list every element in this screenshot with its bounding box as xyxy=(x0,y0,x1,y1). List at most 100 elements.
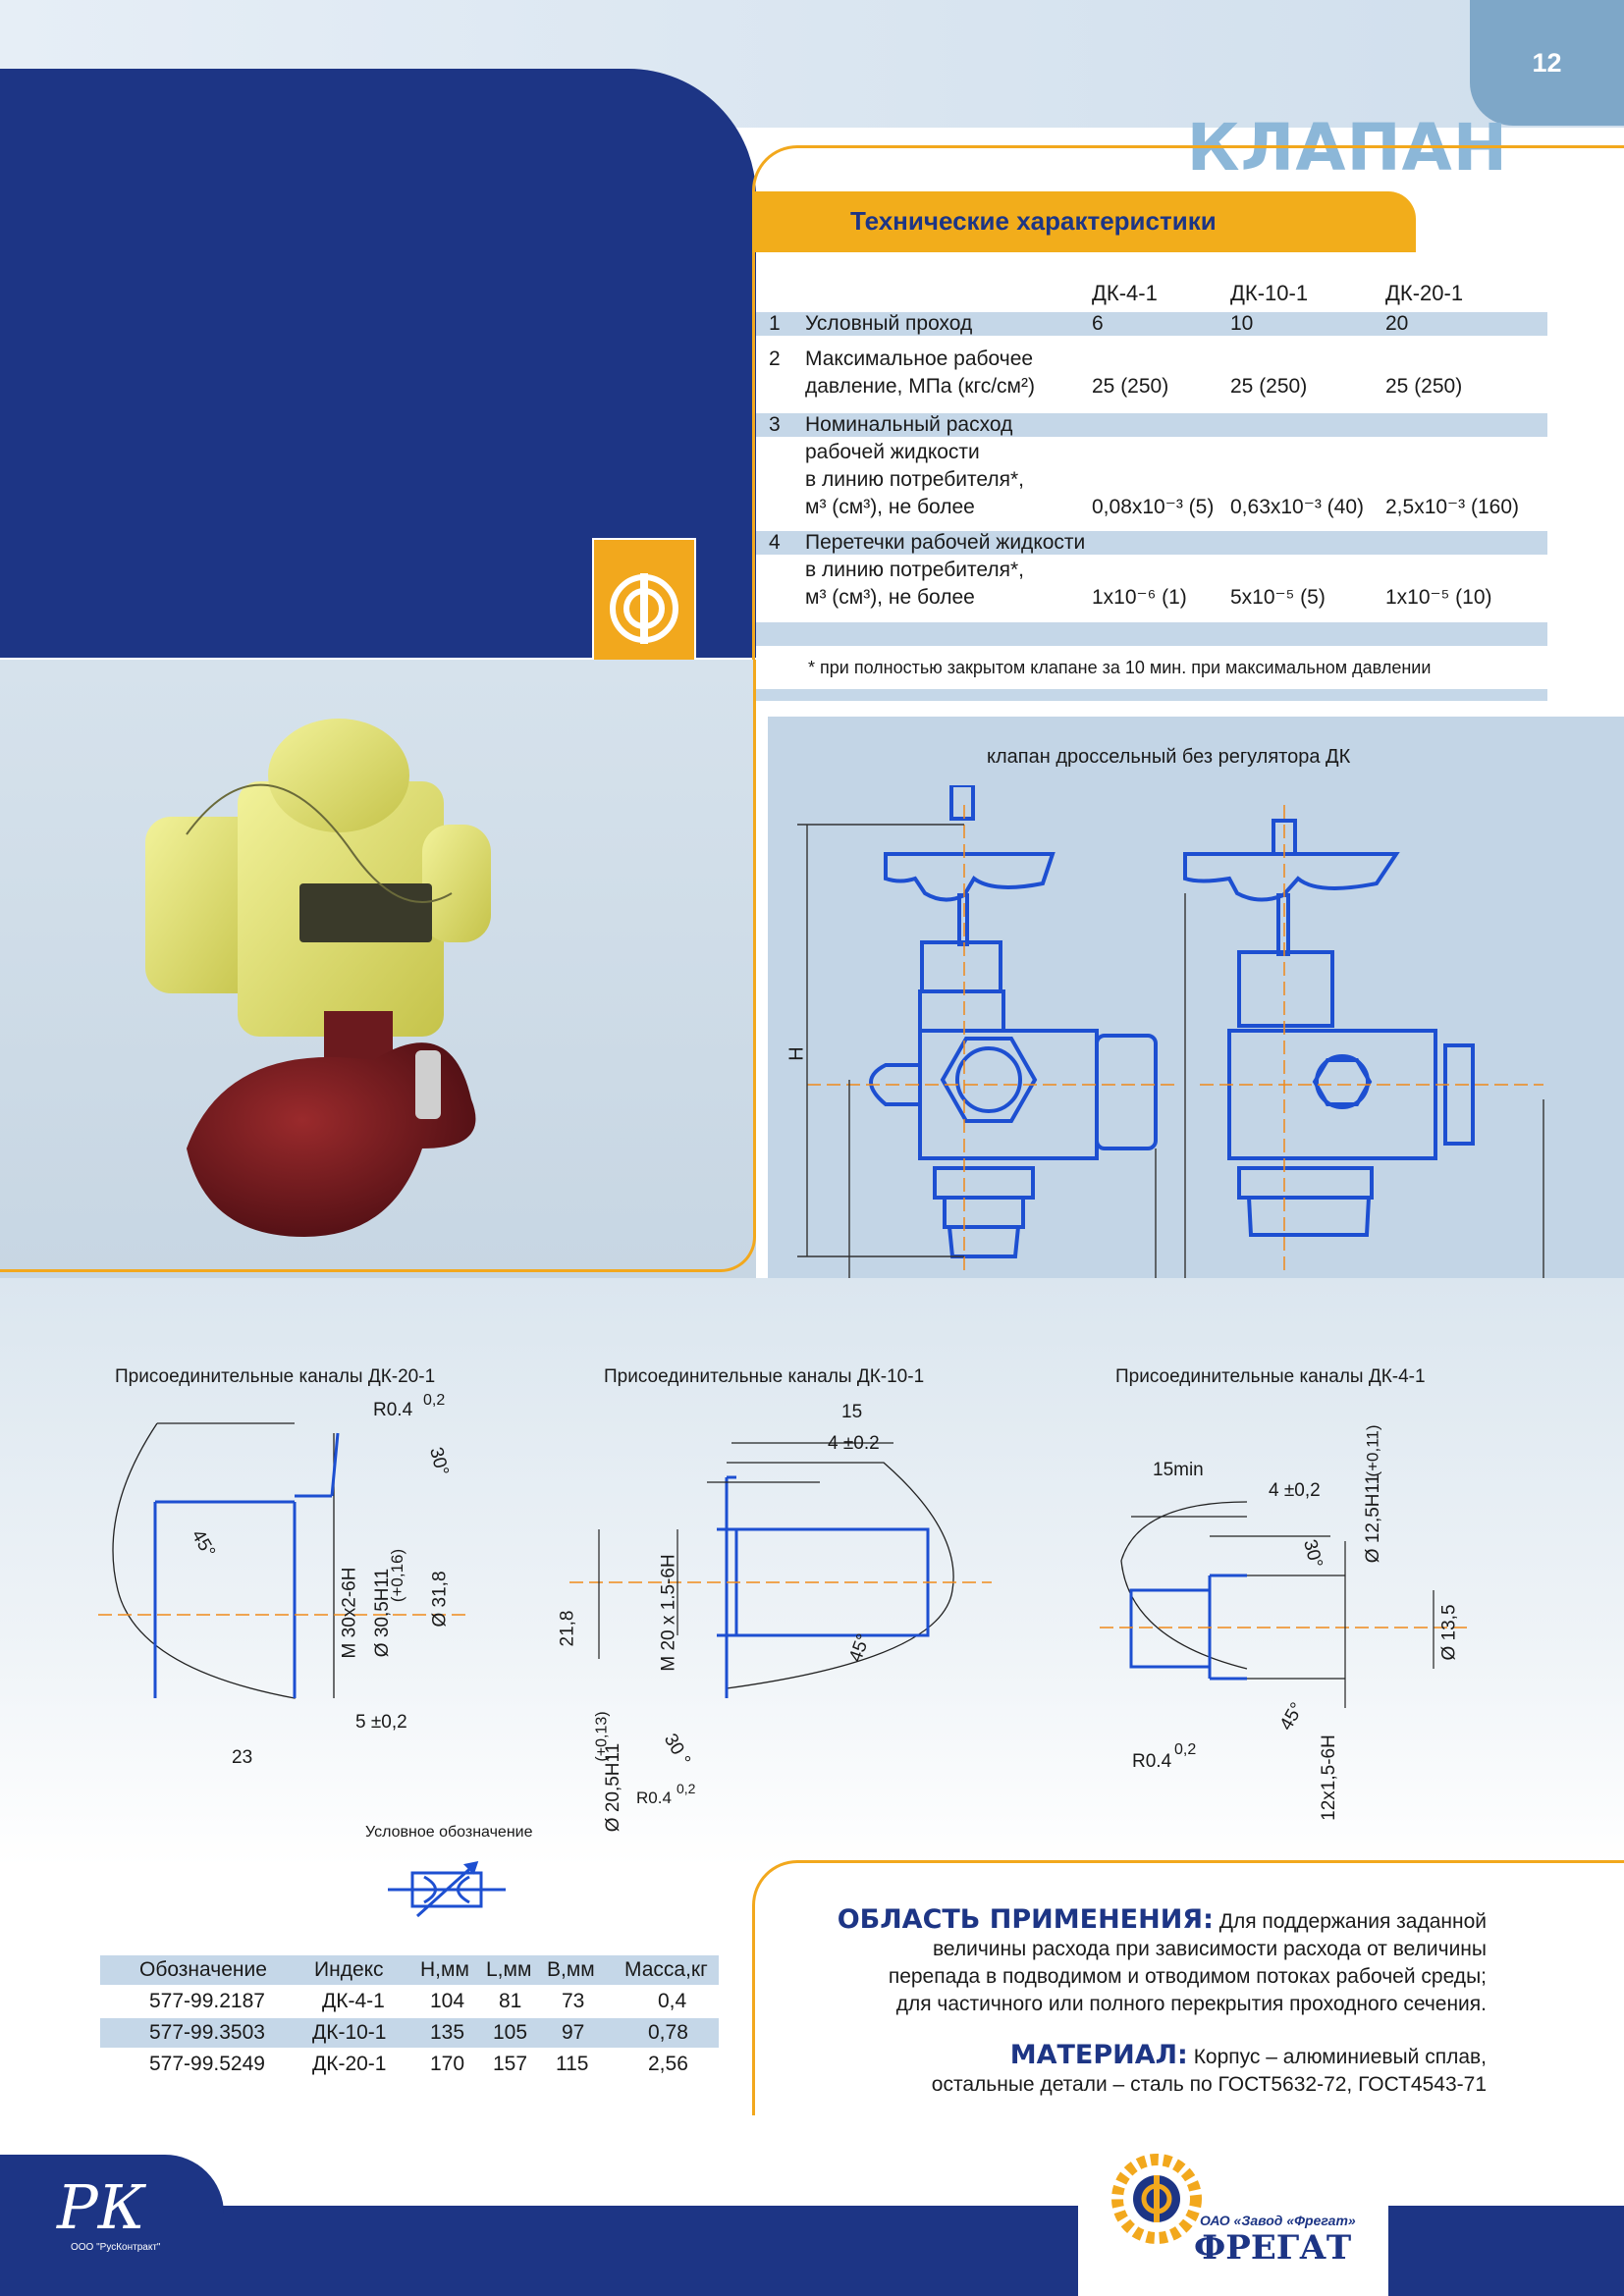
spec-label-line: Перетечки рабочей жидкости xyxy=(805,531,1086,554)
application-frame xyxy=(752,1860,1624,2115)
spec-value: 25 (250) xyxy=(1230,375,1308,398)
params-cell: 73 xyxy=(562,1990,585,2012)
specs-footnote: * при полностью закрытом клапане за 10 м… xyxy=(808,658,1432,677)
params-cell: 577-99.2187 xyxy=(149,1990,265,2012)
params-cell: 577-99.3503 xyxy=(149,2021,265,2044)
spec-label-line: в линию потребителя*, xyxy=(805,468,1024,491)
specs-column-header: ДК-10-1 xyxy=(1230,281,1309,305)
application-line: величины расхода при зависимости расхода… xyxy=(932,1938,1487,1960)
material-line: остальные детали – сталь по ГОСТ5632-72,… xyxy=(931,2073,1487,2096)
lower-section-bg xyxy=(0,1278,1624,1867)
params-cell: 115 xyxy=(556,2053,589,2075)
channel-label: М 30х2-6Н xyxy=(339,1567,360,1659)
channel-drawing-dk20 xyxy=(98,1422,471,1699)
spec-row: 1 Условный проход 6 10 20 xyxy=(756,310,1547,340)
channel-drawing-dk10 xyxy=(569,1442,992,1698)
spec-row-label: Перетечки рабочей жидкости в линию потре… xyxy=(805,529,1090,612)
params-cell: 104 xyxy=(430,1990,465,2012)
table-row: 577-99.2187 ДК-4-1 104 81 73 0,4 xyxy=(100,1987,719,2016)
params-cell: 105 xyxy=(493,2021,528,2044)
params-cell: 135 xyxy=(430,2021,465,2044)
material-block: МАТЕРИАЛ: Корпус – алюминиевый сплав, ос… xyxy=(932,2042,1487,2099)
spec-label-line: м³ (см³), не более xyxy=(805,586,975,609)
channel-label: 15min xyxy=(1153,1460,1204,1480)
params-cell: 0,4 xyxy=(658,1990,687,2012)
channel-caption-dk4: Присоединительные каналы ДК-4-1 xyxy=(1115,1366,1426,1387)
channel-label: (+0,16) xyxy=(388,1548,407,1603)
params-cell: 170 xyxy=(430,2053,465,2075)
application-line: Для поддержания заданной xyxy=(1218,1910,1487,1933)
channel-label: 5 ±0,2 xyxy=(355,1712,407,1733)
spec-value: 25 (250) xyxy=(1385,375,1463,398)
spec-value: 1x10⁻⁵ (10) xyxy=(1385,586,1492,609)
valve-drawing xyxy=(797,785,1544,1335)
params-header: Н,мм xyxy=(420,1958,469,1981)
params-cell: 577-99.5249 xyxy=(149,2053,265,2075)
throttle-symbol-icon xyxy=(388,1861,506,1918)
application-line: для частичного или полного перекрытия пр… xyxy=(895,1993,1487,2015)
spec-label-line: м³ (см³), не более xyxy=(805,496,975,518)
fregat-emblem-icon xyxy=(592,538,696,679)
channel-caption-dk20: Присоединительные каналы ДК-20-1 xyxy=(115,1366,436,1387)
table-row: 577-99.3503 ДК-10-1 135 105 97 0,78 xyxy=(100,2018,719,2048)
table-row: 577-99.5249 ДК-20-1 170 157 115 2,56 xyxy=(100,2050,719,2079)
spec-value: 20 xyxy=(1385,312,1409,335)
spec-row-label: Условный проход xyxy=(805,312,973,335)
symbol-caption: Условное обозначение xyxy=(365,1824,533,1841)
specs-header: Технические характеристики xyxy=(752,191,1416,252)
params-cell: 81 xyxy=(499,1990,522,2012)
spec-row-shade xyxy=(756,413,1547,437)
channel-label: М 20 х 1.5-6Н xyxy=(658,1554,679,1672)
spec-value: 0,08x10⁻³ (5) xyxy=(1092,496,1215,518)
params-header: В,мм xyxy=(547,1958,595,1981)
spec-value: 5x10⁻⁵ (5) xyxy=(1230,586,1326,609)
channel-label: 21,8 xyxy=(557,1610,578,1647)
channel-label: 0,2 xyxy=(1174,1741,1197,1758)
subtitle-line: СО ВСТРОЕННЫМ xyxy=(1230,381,1508,413)
params-cell: 157 xyxy=(493,2053,528,2075)
channel-label: R0.4 xyxy=(373,1400,413,1420)
specs-header-label: Технические характеристики xyxy=(850,206,1217,236)
fregat-brand: ФРЕГАТ xyxy=(1194,2228,1352,2268)
spec-row-number: 2 xyxy=(769,347,781,370)
material-heading: МАТЕРИАЛ: xyxy=(1009,2040,1188,2070)
spec-value: 10 xyxy=(1230,312,1254,335)
spec-row-label: Номинальный расход рабочей жидкости в ли… xyxy=(805,411,1090,521)
spec-value: 25 (250) xyxy=(1092,375,1169,398)
params-cell: 97 xyxy=(562,2021,585,2044)
params-cell: 2,56 xyxy=(648,2053,688,2075)
material-line: Корпус – алюминиевый сплав, xyxy=(1193,2046,1487,2068)
application-block: ОБЛАСТЬ ПРИМЕНЕНИЯ: Для поддержания зада… xyxy=(838,1906,1487,2018)
channel-label: 23 xyxy=(232,1747,253,1768)
params-header: L,мм xyxy=(486,1958,532,1981)
channel-label: Ø 12,5H11 xyxy=(1363,1473,1384,1564)
drawing-panel xyxy=(768,717,1624,1289)
spec-row-number: 3 xyxy=(769,413,781,436)
channel-label: 0,2 xyxy=(677,1781,696,1796)
params-cell: 0,78 xyxy=(648,2021,688,2044)
rk-company-name: ООО "РусКонтракт" xyxy=(71,2242,161,2253)
spec-row: 4 Перетечки рабочей жидкости в линию пот… xyxy=(756,529,1547,617)
channel-label: 0,2 xyxy=(423,1392,446,1409)
spec-row-number: 4 xyxy=(769,531,781,554)
spec-label-line: рабочей жидкости xyxy=(805,441,980,463)
spec-value: 2,5x10⁻³ (160) xyxy=(1385,496,1519,518)
spec-row-number: 1 xyxy=(769,312,781,335)
params-header: Индекс xyxy=(314,1958,384,1981)
channel-label: 4 ±0.2 xyxy=(828,1433,880,1454)
spec-value: 1x10⁻⁶ (1) xyxy=(1092,586,1187,609)
specs-column-header: ДК-20-1 xyxy=(1385,281,1464,305)
spec-row-shade xyxy=(756,622,1547,646)
rk-logo: РК xyxy=(57,2171,145,2243)
params-header: Обозначение xyxy=(139,1958,267,1981)
params-header-row: Обозначение Индекс Н,мм L,мм В,мм Масса,… xyxy=(100,1955,719,1985)
fregat-company-name: ОАО «Завод «Фрегат» xyxy=(1200,2213,1356,2228)
page-number: 12 xyxy=(1470,0,1624,126)
channel-label: 15 xyxy=(841,1402,863,1422)
channel-label: (+0,11) xyxy=(1363,1424,1382,1477)
params-cell: ДК-10-1 xyxy=(312,2021,387,2044)
spec-row: 3 Номинальный расход рабочей жидкости в … xyxy=(756,411,1547,525)
channel-label: Ø 13,5 xyxy=(1438,1604,1460,1661)
channel-drawing-dk4 xyxy=(1100,1501,1473,1708)
application-line: перепада в подводимом и отводимом потока… xyxy=(888,1965,1487,1988)
